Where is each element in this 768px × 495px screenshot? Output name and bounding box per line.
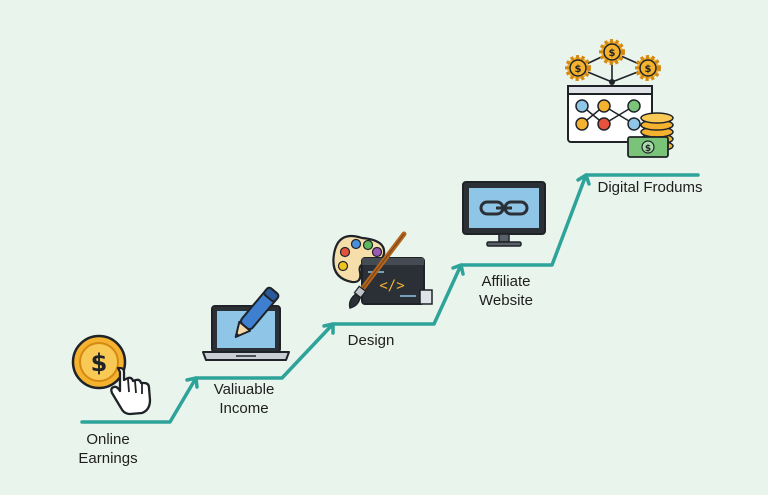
label-line: Valiuable (213, 381, 275, 398)
laptop-pen-icon (202, 286, 290, 361)
label-line: Design (347, 332, 395, 349)
svg-text:$: $ (575, 64, 582, 75)
palette-brush-code-icon: </> (332, 231, 433, 309)
gear-coin-icon: $ (565, 55, 591, 81)
svg-text:$: $ (645, 64, 652, 75)
label-line: Website (479, 292, 533, 309)
step-label-online-earnings: Online Earnings (68, 430, 148, 468)
arrowhead (185, 376, 199, 389)
dollar-coin-hand-icon: $ (71, 334, 152, 416)
monitor-chain-link-icon (462, 181, 546, 247)
arrowhead (451, 263, 465, 276)
arrowhead (322, 322, 335, 335)
growth-path (80, 173, 700, 424)
cash-bill-icon: $ (627, 136, 669, 158)
svg-text:$: $ (91, 349, 108, 377)
step-label-digital-frodums: Digital Frodums (588, 178, 712, 197)
label-line: Affiliate (481, 273, 531, 290)
svg-text:</>: </> (379, 278, 404, 294)
network-gears-money-icon: $ $ $ (565, 39, 674, 158)
svg-text:$: $ (645, 144, 651, 154)
label-line: Digital Frodums (597, 179, 703, 196)
arrowhead (576, 173, 591, 186)
step-label-design: Design (336, 331, 406, 350)
gear-coin-icon: $ (635, 55, 661, 81)
gear-coin-icon: $ (599, 39, 625, 65)
label-line: Income (219, 400, 269, 417)
svg-text:$: $ (609, 48, 616, 59)
label-line: Online (86, 431, 130, 448)
step-label-affiliate-website: Affiliate Website (466, 272, 546, 310)
step-label-valuable-income: Valiuable Income (202, 380, 286, 418)
label-line: Earnings (78, 450, 138, 467)
